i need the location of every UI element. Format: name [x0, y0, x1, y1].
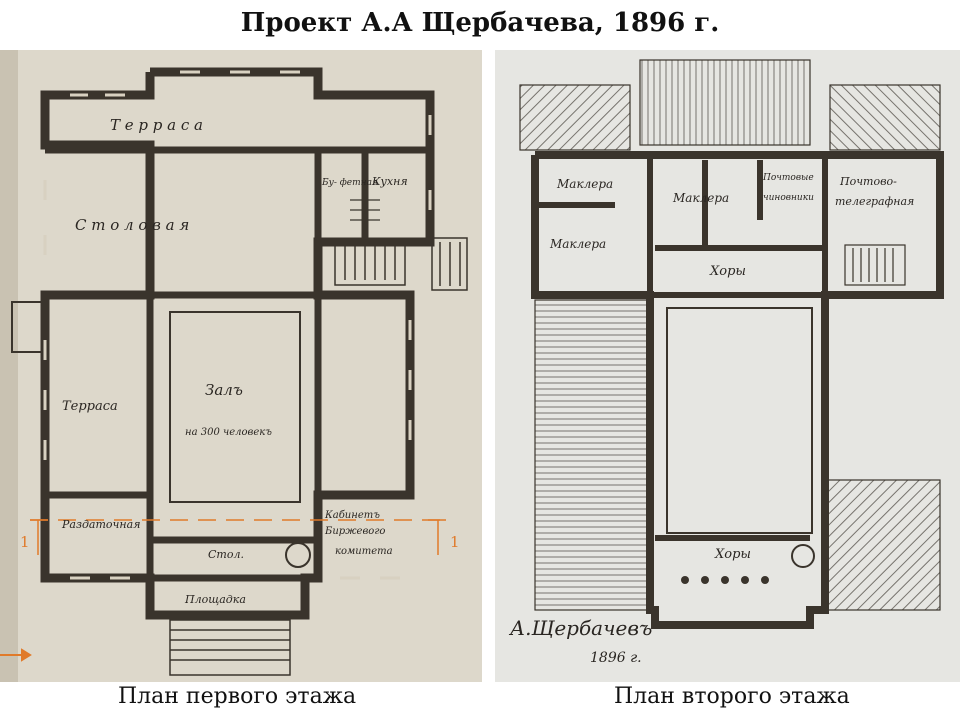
spiral-stair-2: [791, 544, 815, 568]
room-telegraph-1: Почтово-: [839, 175, 897, 188]
side-porch: [11, 301, 43, 353]
room-stairs: Стол.: [208, 548, 244, 561]
architect-signature: А.Щербачевъ: [508, 616, 652, 640]
second-floor-drawing: Маклера Маклера Маклера Почтовые чиновни…: [495, 50, 960, 682]
first-floor-plan: 1 1 Т е р р а с а С т о л о в а я Бу- фе…: [0, 50, 482, 682]
room-broker-1: Маклера: [556, 177, 613, 191]
room-cabinet-1: Кабинетъ: [324, 510, 380, 521]
room-hall: Залъ: [205, 381, 243, 399]
room-pantry: Бу- фетная: [321, 178, 378, 188]
room-post-1: Почтовые: [762, 173, 814, 183]
roof-top: [639, 59, 811, 146]
room-choir-top: Хоры: [709, 264, 746, 279]
room-terrace: Терраса: [62, 399, 118, 414]
second-floor-plan: Маклера Маклера Маклера Почтовые чиновни…: [495, 50, 960, 682]
room-kitchen: Кухня: [371, 175, 408, 188]
caption-first-floor: План первого этажа: [118, 684, 357, 709]
room-gallery-top: Т е р р а с а: [110, 116, 203, 134]
first-floor-drawing: 1 1 Т е р р а с а С т о л о в а я Бу- фе…: [0, 50, 482, 682]
room-cabinet-3: комитета: [335, 546, 393, 557]
stair-right: [334, 237, 468, 291]
hall-frame: [169, 311, 301, 503]
roof-top-right: [829, 84, 941, 151]
room-landing: Площадка: [184, 593, 246, 606]
roof-left: [534, 299, 651, 611]
room-broker-2: Маклера: [549, 237, 606, 251]
section-mark-right: 1: [450, 533, 460, 551]
page-title: Проект А.А Щербачева, 1896 г.: [240, 8, 720, 38]
hall-void: [666, 307, 813, 534]
window-marks: [43, 70, 432, 580]
room-broker-3: Маклера: [672, 191, 729, 205]
roof-top-left: [519, 84, 631, 151]
room-serving: Раздаточная: [61, 518, 140, 531]
room-post-2: чиновники: [763, 193, 814, 203]
spiral-stair: [285, 542, 311, 568]
direction-arrow-icon: [0, 648, 32, 662]
room-choir-bottom: Хоры: [714, 547, 751, 562]
room-telegraph-2: телеграфная: [835, 195, 914, 208]
section-mark-left: 1: [20, 533, 30, 551]
inner-walls: [45, 146, 430, 582]
signature-year: 1896 г.: [590, 650, 642, 666]
balustrade: [681, 576, 769, 584]
section-line: [30, 519, 446, 555]
room-dining: С т о л о в а я: [75, 216, 189, 234]
entrance-steps: [169, 619, 291, 676]
room-hall-capacity: на 300 человекъ: [185, 427, 272, 438]
room-cabinet-2: Биржевого: [324, 526, 385, 537]
roof-right: [824, 479, 941, 611]
kitchen-stair: [350, 199, 380, 221]
stair-2: [844, 244, 906, 286]
inner-walls-2: [535, 155, 828, 541]
caption-second-floor: План второго этажа: [614, 684, 850, 709]
